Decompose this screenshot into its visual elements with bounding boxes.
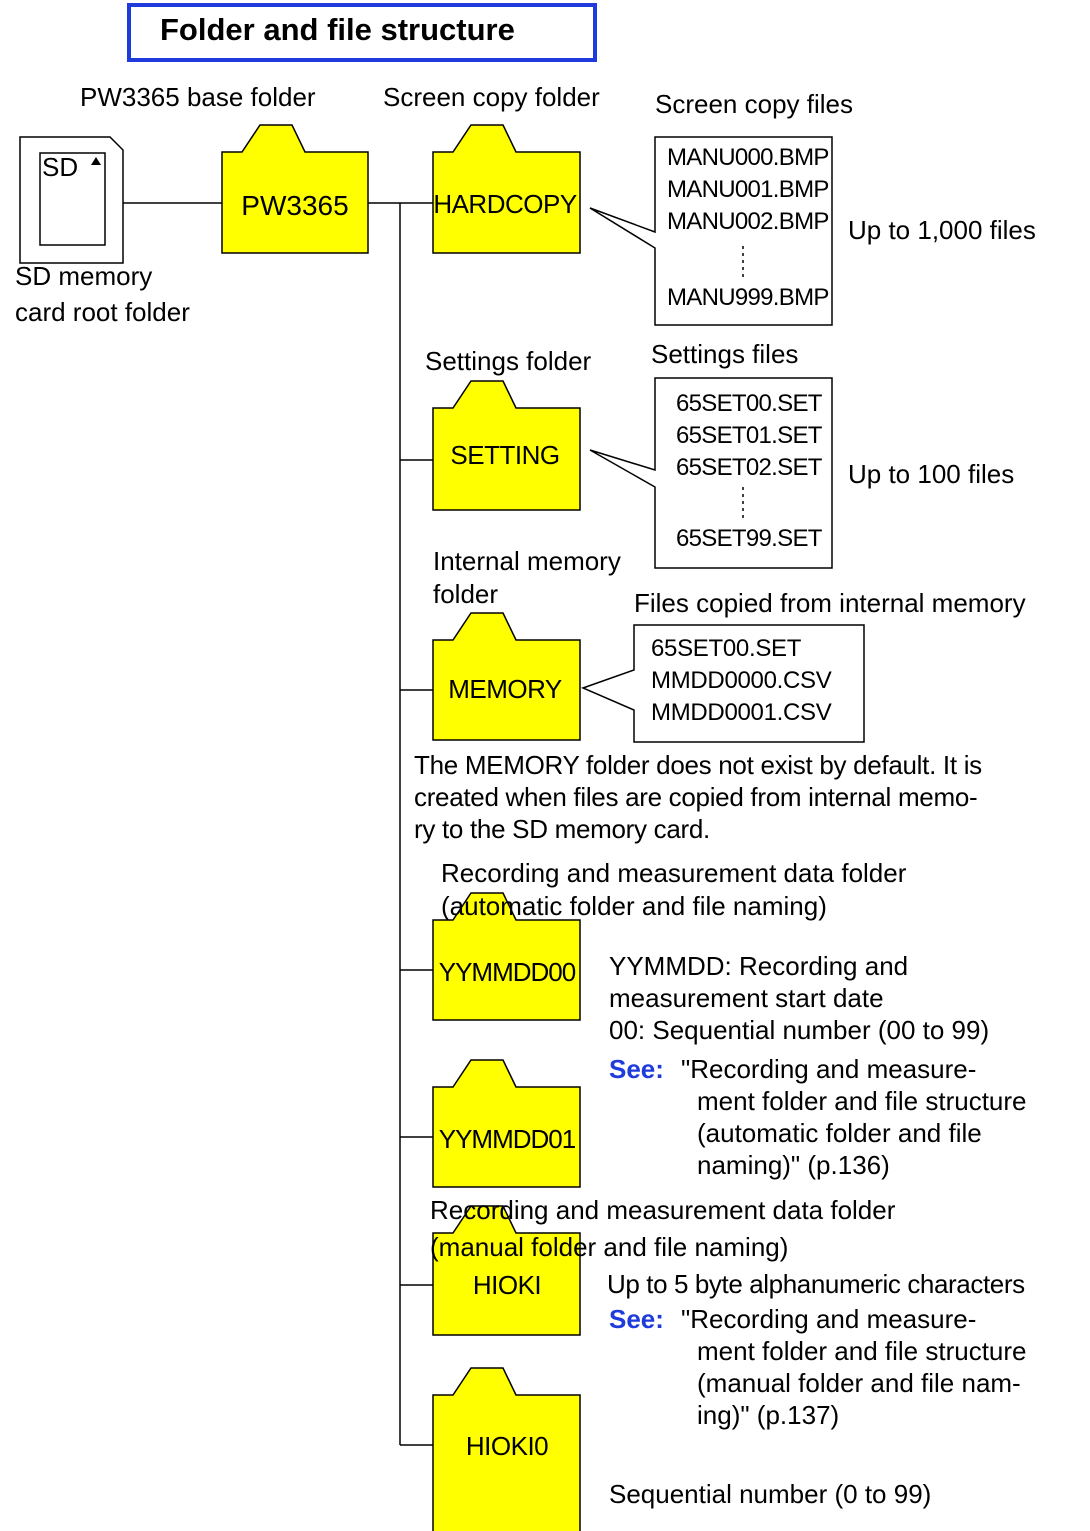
file-item: MANU002.BMP: [667, 208, 829, 235]
auto-see-label: See:: [609, 1054, 664, 1084]
manual-caption-line1: Recording and measurement data folder: [430, 1195, 896, 1225]
manual-description: Up to 5 byte alphanumeric characters: [607, 1269, 1025, 1299]
hardcopy-files-callout: [589, 136, 833, 326]
hioki0-folder[interactable]: HIOKI0: [432, 1431, 582, 1471]
setting-folder-shape: [432, 380, 581, 511]
manual-caption-line2: (manual folder and file naming): [430, 1232, 789, 1262]
sd-card-icon: [19, 136, 124, 264]
base-folder-caption: PW3365 base folder: [80, 82, 316, 112]
yymmdd01-folder-name: YYMMDD01: [438, 1124, 576, 1154]
yymmdd00-folder-name: YYMMDD00: [438, 957, 576, 987]
file-item: 65SET01.SET: [676, 422, 822, 449]
memory-folder[interactable]: MEMORY: [430, 674, 580, 714]
sd-caption-line2: card root folder: [15, 297, 190, 327]
file-item: 65SET99.SET: [676, 525, 822, 552]
title-box: [127, 3, 597, 62]
hioki-folder[interactable]: HIOKI: [432, 1270, 582, 1310]
hardcopy-folder-shape: [432, 124, 581, 254]
see-line: "Recording and measure-: [681, 1054, 977, 1084]
memory-files-caption: Files copied from internal memory: [634, 588, 1026, 618]
yymmdd00-folder-shape: [432, 892, 581, 1021]
setting-file-list: 65SET00.SET 65SET01.SET 65SET02.SET: [676, 388, 822, 484]
hardcopy-folder-name: HARDCOPY: [433, 189, 577, 219]
hardcopy-caption: Screen copy folder: [383, 82, 600, 112]
note-line: created when files are copied from inter…: [414, 782, 978, 812]
hioki-folder-name: HIOKI: [472, 1270, 542, 1300]
desc-line: YYMMDD: Recording and: [609, 951, 909, 981]
hioki0-folder-name: HIOKI0: [465, 1431, 549, 1461]
manual-see-reference[interactable]: "Recording and measure- ment folder and …: [681, 1303, 1027, 1431]
yymmdd00-folder[interactable]: YYMMDD00: [432, 957, 582, 997]
file-item: MANU001.BMP: [667, 176, 829, 203]
setting-folder[interactable]: SETTING: [430, 440, 580, 480]
setting-folder-name: SETTING: [450, 440, 560, 470]
see-line: naming)" (p.136): [697, 1150, 890, 1180]
see-line: "Recording and measure-: [681, 1304, 977, 1334]
pw3365-folder[interactable]: PW3365: [220, 190, 370, 230]
hioki-folder-shape: [432, 1205, 581, 1336]
file-item: MMDD0000.CSV: [651, 667, 832, 694]
memory-folder-name: MEMORY: [448, 674, 562, 704]
see-line: ment folder and file structure: [697, 1086, 1027, 1116]
yymmdd01-folder[interactable]: YYMMDD01: [432, 1124, 582, 1164]
pw3365-folder-shape: [221, 124, 369, 254]
hardcopy-limit: Up to 1,000 files: [848, 215, 1036, 245]
setting-caption: Settings folder: [425, 346, 592, 376]
memory-folder-shape: [432, 612, 581, 741]
auto-see-reference[interactable]: "Recording and measure- ment folder and …: [681, 1053, 1027, 1181]
see-line: (manual folder and file nam-: [697, 1368, 1021, 1398]
auto-caption-line2: (automatic folder and file naming): [441, 891, 827, 921]
memory-caption-line1: Internal memory: [433, 546, 621, 576]
note-line: The MEMORY folder does not exist by defa…: [414, 750, 982, 780]
file-item: MANU999.BMP: [667, 284, 829, 311]
desc-line: measurement start date: [609, 983, 884, 1013]
setting-files-caption: Settings files: [651, 339, 799, 369]
see-line: ing)" (p.137): [697, 1400, 840, 1430]
hardcopy-file-list: MANU000.BMP MANU001.BMP MANU002.BMP: [667, 142, 829, 238]
file-item: 65SET00.SET: [651, 635, 802, 662]
file-item: 65SET02.SET: [676, 454, 822, 481]
sd-caption-line1: SD memory: [15, 261, 153, 291]
note-line: ry to the SD memory card.: [414, 814, 710, 844]
memory-caption-line2: folder: [433, 579, 499, 609]
setting-limit: Up to 100 files: [848, 459, 1015, 489]
hardcopy-files-caption: Screen copy files: [655, 89, 853, 119]
sd-icon-label: SD: [42, 152, 79, 182]
see-line: ment folder and file structure: [697, 1336, 1027, 1366]
diagram-title: Folder and file structure: [160, 12, 515, 47]
yymmdd01-folder-shape: [432, 1059, 581, 1188]
sequential-number-note: Sequential number (0 to 99): [609, 1479, 932, 1509]
auto-description: YYMMDD: Recording and measurement start …: [609, 950, 989, 1046]
memory-files-callout: [580, 624, 865, 743]
hioki0-folder-shape: [432, 1367, 581, 1531]
setting-files-callout: [589, 377, 833, 569]
memory-note: The MEMORY folder does not exist by defa…: [414, 749, 982, 845]
file-item: MMDD0001.CSV: [651, 699, 832, 726]
pw3365-folder-name: PW3365: [241, 190, 349, 221]
hardcopy-folder[interactable]: HARDCOPY: [430, 189, 580, 229]
auto-caption-line1: Recording and measurement data folder: [441, 858, 907, 888]
desc-line: 00: Sequential number (00 to 99): [609, 1015, 990, 1045]
see-line: (automatic folder and file: [697, 1118, 982, 1148]
manual-see-label: See:: [609, 1304, 664, 1334]
file-item: 65SET00.SET: [676, 390, 822, 417]
file-item: MANU000.BMP: [667, 144, 829, 171]
memory-file-list: 65SET00.SET MMDD0000.CSV MMDD0001.CSV: [651, 633, 832, 729]
